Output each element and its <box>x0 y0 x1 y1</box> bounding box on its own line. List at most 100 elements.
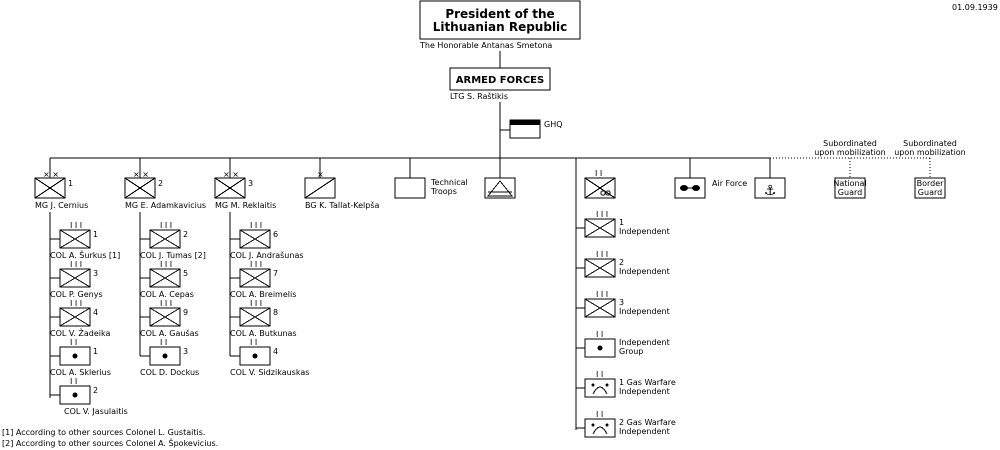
president-name: The Honorable Antanas Smetona <box>419 41 552 50</box>
division-1-unit-4 <box>59 346 91 366</box>
division-3-unit-3-commander: COL A. Butkunas <box>230 329 297 338</box>
air-force: Air Force <box>674 177 747 199</box>
svg-text:I I I: I I I <box>596 250 608 259</box>
svg-text:I I: I I <box>595 169 602 178</box>
svg-text:× ×: × × <box>223 170 239 179</box>
division-3-unit-1-commander: COL J. Andrašunas <box>230 250 304 260</box>
armed-forces-box <box>449 67 551 91</box>
svg-text:I I: I I <box>596 330 603 339</box>
division-1-number: 1 <box>68 179 73 188</box>
division-1-unit-1-commander: COL A. Šurkus [1] <box>50 249 120 260</box>
ghq-label: GHQ <box>544 120 563 129</box>
division-2-unit-3-commander: COL A. Gaušas <box>140 328 199 338</box>
independent-unit-2-label-2: Independent <box>619 267 670 276</box>
air-force-label: Air Force <box>712 179 747 188</box>
svg-text:×: × <box>317 170 324 179</box>
division-1-unit-4-number: 1 <box>93 347 98 356</box>
division-3-unit-2-number: 7 <box>273 269 278 278</box>
division-2-number: 2 <box>158 179 163 188</box>
division-1: × × 1 MG J. Cernius <box>34 170 88 398</box>
president-title-1: President of the <box>445 7 554 21</box>
division-1-unit-1-number: 1 <box>93 230 98 239</box>
cavalry-brigade: × BG K. Tallat-Kelpša <box>304 170 379 210</box>
division-3-unit-2 <box>239 268 271 288</box>
division-3-unit-4 <box>239 346 271 366</box>
national-guard-label-1: National <box>833 179 866 188</box>
svg-text:× ×: × × <box>43 170 59 179</box>
independent-unit-4 <box>584 338 616 358</box>
armoured-unit: I I <box>584 169 616 199</box>
svg-text:I I I: I I I <box>250 260 262 269</box>
independent-unit-1 <box>584 218 616 238</box>
division-2-unit-2-commander: COL A. Cepas <box>140 290 194 299</box>
division-2-unit-4 <box>149 346 181 366</box>
national-guard-note-2: upon mobilization <box>814 148 886 157</box>
division-3-unit-3-number: 8 <box>273 308 278 317</box>
border-guard-note-2: upon mobilization <box>894 148 966 157</box>
navy: ⚓ <box>754 177 786 199</box>
national-guard-label-2: Guard <box>838 188 862 197</box>
division-3-unit-1-number: 6 <box>273 230 278 239</box>
division-2: × × 2 MG E. Adamkavicius <box>124 170 206 356</box>
technical-troops-label-2: Troops <box>430 187 457 196</box>
artillery-unit <box>484 177 516 199</box>
independent-unit-2 <box>584 258 616 278</box>
brigade-commander: BG K. Tallat-Kelpša <box>305 200 379 210</box>
independent-unit-3 <box>584 298 616 318</box>
footnote-1: [1] According to other sources Colonel L… <box>2 428 205 437</box>
division-3-number: 3 <box>248 179 253 188</box>
technical-troops: Technical Troops <box>394 177 468 199</box>
independent-unit-4-label-1: Independent <box>619 338 670 347</box>
division-3-unit-1 <box>239 229 271 249</box>
independent-unit-5 <box>584 378 616 398</box>
president-title-2: Lithuanian Republic <box>433 20 568 34</box>
division-2-unit-2-number: 5 <box>183 269 188 278</box>
division-1-unit-5 <box>59 385 91 405</box>
division-1-commander: MG J. Cernius <box>35 201 88 210</box>
armed-forces-commander: LTG S. Raštikis <box>450 91 508 101</box>
division-1-unit-3 <box>59 307 91 327</box>
independent-unit-6-label-2: Independent <box>619 427 670 436</box>
independent-unit-1-label-1: 1 <box>619 218 624 227</box>
anchor-icon: ⚓ <box>764 183 777 199</box>
division-3: × × 3 MG M. Reklaitis <box>214 170 276 356</box>
svg-text:I I: I I <box>596 370 603 379</box>
svg-text:I I: I I <box>596 410 603 419</box>
division-3-unit-4-commander: COL V. Sidzikauskas <box>230 368 309 377</box>
footnote-2: [2] According to other sources Colonel A… <box>2 437 218 448</box>
division-1-unit-4-commander: COL A. Sklerius <box>50 368 111 377</box>
national-guard: Subordinated upon mobilization National … <box>814 139 886 199</box>
division-3-unit-4-number: 4 <box>273 347 278 356</box>
division-3-unit-3 <box>239 307 271 327</box>
division-2-unit-3 <box>149 307 181 327</box>
svg-text:I I: I I <box>250 338 257 347</box>
independent-unit-1-label-2: Independent <box>619 227 670 236</box>
division-2-unit-4-number: 3 <box>183 347 188 356</box>
svg-text:I I I: I I I <box>70 221 82 230</box>
technical-troops-label-1: Technical <box>430 178 468 187</box>
division-2-unit-1 <box>149 229 181 249</box>
independent-unit-4-label-2: Group <box>619 347 643 356</box>
svg-text:I I I: I I I <box>70 260 82 269</box>
division-2-unit-3-number: 9 <box>183 308 188 317</box>
svg-text:I I I: I I I <box>70 299 82 308</box>
division-1-unit-3-commander: COL V. Žadeika <box>50 327 111 338</box>
division-1-unit-3-number: 4 <box>93 308 98 317</box>
division-1-unit-2-number: 3 <box>93 269 98 278</box>
svg-text:I I I: I I I <box>160 221 172 230</box>
national-guard-note-1: Subordinated <box>823 139 877 148</box>
date-label: 01.09.1939 <box>952 3 998 12</box>
president-box <box>419 0 581 40</box>
division-1-unit-5-number: 2 <box>93 386 98 395</box>
independent-unit-5-label-2: Independent <box>619 387 670 396</box>
border-guard: Subordinated upon mobilization Border Gu… <box>894 139 966 199</box>
division-3-commander: MG M. Reklaitis <box>215 201 276 210</box>
svg-text:I I I: I I I <box>160 260 172 269</box>
svg-text:I I: I I <box>70 338 77 347</box>
svg-text:× ×: × × <box>133 170 149 179</box>
independent-unit-5-label-1: 1 Gas Warfare <box>619 378 676 387</box>
